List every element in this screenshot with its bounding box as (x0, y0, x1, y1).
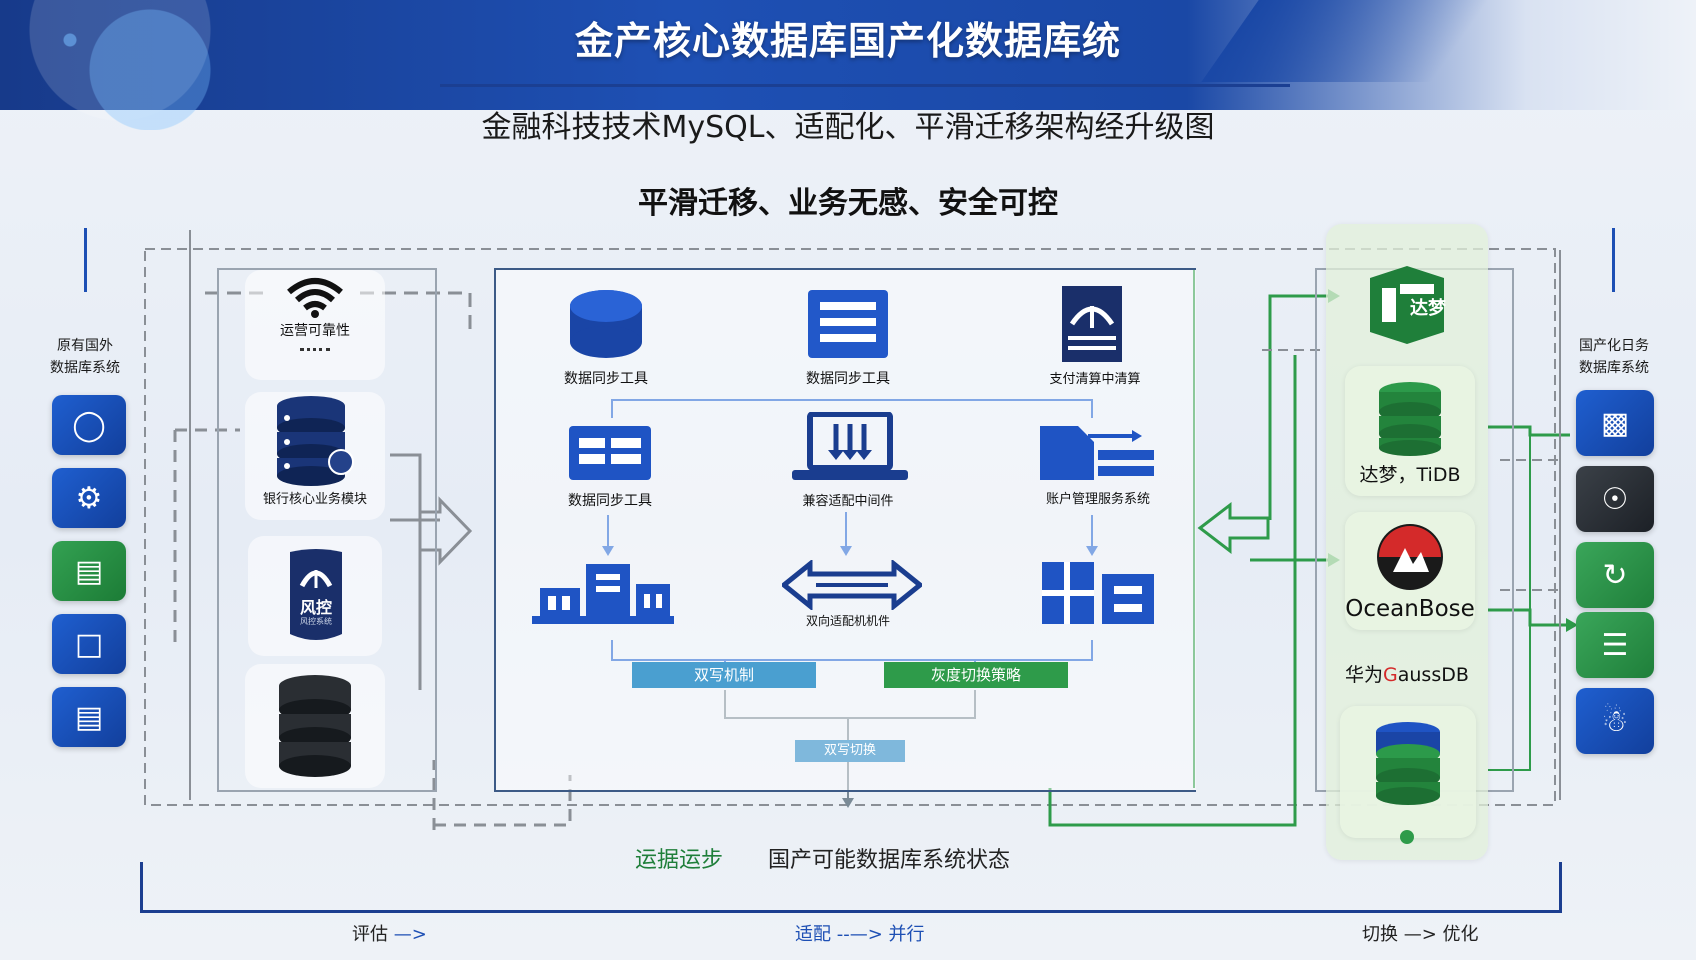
wifi-icon (287, 278, 343, 318)
source-item-core-banking[interactable]: 银行核心业务模块 (245, 392, 385, 520)
list-icon[interactable]: ☰ (1576, 612, 1654, 678)
dameng-logo-text: 达梦 (1410, 298, 1446, 319)
account-server-icon (1040, 426, 1154, 480)
network-node-icon[interactable]: ⚙ (52, 468, 126, 528)
bank-building-icon (532, 564, 674, 624)
database-disk-icon (570, 290, 642, 358)
source-item-reliability[interactable]: 运营可靠性 (245, 270, 385, 380)
file-copy-icon[interactable]: ▤ (52, 687, 126, 747)
center-node-label: 兼容适配中间件 (802, 494, 894, 509)
database-stack-icon (277, 396, 354, 486)
source-item-label: 运营可靠性 (280, 323, 350, 339)
header-underline (440, 84, 1290, 87)
sync-status-label: 运据运步 (635, 848, 724, 873)
database-blue-green-icon (1376, 722, 1440, 805)
double-arrow-icon (782, 560, 922, 610)
target-item-tidb[interactable]: 达梦，TiDB (1345, 366, 1475, 496)
state-status-label: 国产可能数据库系统状态 (768, 848, 1011, 873)
document-icon[interactable]: □ (52, 614, 126, 674)
shield-icon (290, 549, 342, 640)
database-frame-icon[interactable]: ◯ (52, 395, 126, 455)
center-node-label: 数据同步工具 (806, 371, 890, 387)
center-node-label: 数据同步工具 (568, 493, 652, 509)
storage-icon[interactable]: ▤ (52, 541, 126, 601)
laptop-arrows-icon (792, 412, 908, 480)
id-card-icon[interactable]: ▩ (1576, 390, 1654, 456)
target-item-database[interactable] (1340, 706, 1476, 844)
phase-adapt-parallel: 适配 --—> 并行 (795, 924, 925, 945)
office-building-icon (1042, 562, 1154, 624)
page-tagline: 平滑迁移、业务无感、安全可控 (638, 186, 1058, 221)
source-item-database[interactable] (245, 664, 385, 788)
dual-write-pill[interactable]: 双写机制 (632, 662, 816, 688)
tidb-label: 达梦，TiDB (1359, 464, 1461, 486)
page-subtitle: 金融科技技术MySQL、适配化、平滑迁移架构经升级图 (481, 110, 1215, 145)
right-vertical-line (1612, 228, 1615, 292)
dameng-logo-icon (1370, 266, 1444, 344)
database-green-icon (1379, 382, 1441, 456)
database-dark-icon (279, 675, 351, 777)
source-item-label: 银行核心业务模块 (262, 492, 367, 507)
phase-switch-optimize: 切换 —> 优化 (1362, 924, 1479, 945)
center-node-label: 支付清算中清算 (1049, 372, 1141, 387)
branch-icon[interactable]: ☃ (1576, 688, 1654, 754)
phase-assess: 评估 —> (352, 924, 427, 945)
source-item-risk-control[interactable]: 风控 风控系统 (248, 536, 382, 656)
oceanbase-logo-icon (1377, 524, 1443, 590)
outer-dashed-frame (144, 248, 1556, 806)
sync-icon[interactable]: ↻ (1576, 542, 1654, 608)
right-panel-label: 国产化日务 数据库系统 (1579, 338, 1649, 376)
source-column-frame (217, 268, 437, 792)
grid-table-icon (569, 426, 651, 480)
center-node-label: 双向适配机机件 (805, 614, 890, 628)
header-decoration (0, 0, 360, 130)
risk-control-label: 风控 (299, 598, 332, 617)
lock-icon[interactable]: ☉ (1576, 466, 1654, 532)
left-panel-label: 原有国外 数据库系统 (50, 338, 120, 376)
center-node-label: 数据同步工具 (564, 371, 648, 387)
status-dot (1400, 830, 1414, 844)
gray-switch-pill[interactable]: 灰度切换策略 (884, 662, 1068, 688)
center-node-label: 账户管理服务系统 (1045, 492, 1150, 507)
dual-switch-pill[interactable]: 双写切换 (795, 740, 905, 762)
oceanbase-label: OceanBose (1345, 596, 1475, 622)
dots-decoration (300, 348, 330, 355)
risk-control-sublabel: 风控系统 (300, 617, 332, 626)
server-rack-icon (808, 290, 888, 358)
gaussdb-icon[interactable]: 华为GaussDB (1345, 664, 1469, 686)
timeline-brace (140, 862, 1562, 913)
target-item-dameng[interactable]: 达梦 (1368, 264, 1446, 346)
page-title: 金产核心数据库国产化数据库统 (574, 19, 1121, 63)
left-vertical-line (84, 228, 87, 292)
target-item-oceanbase[interactable]: OceanBose (1345, 512, 1475, 630)
payment-building-icon (1062, 286, 1122, 362)
